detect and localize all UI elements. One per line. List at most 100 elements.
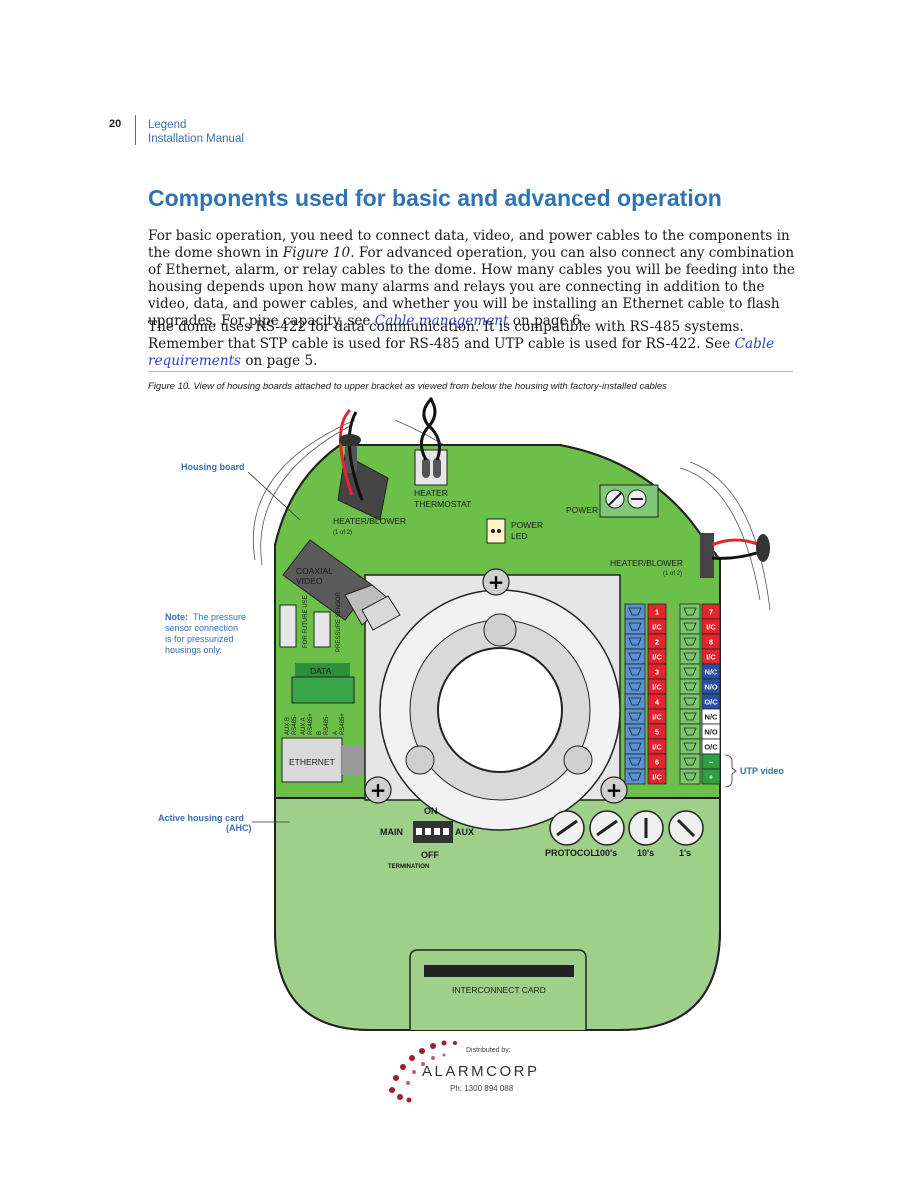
heater-blower-right-sublabel: (1 of 2) — [663, 571, 682, 577]
alarm-terminal-block: 1I/C2I/C3I/C4I/C5I/C6I/C — [624, 603, 667, 785]
cable-requirements-link[interactable]: Cable requirements — [148, 336, 775, 369]
relay-terminal-label: – — [709, 758, 713, 767]
para2-text-2: on page 5. — [241, 353, 318, 369]
future-use-connector — [279, 604, 331, 648]
ahc-callout-1: Active housing card — [158, 813, 244, 823]
relay-terminal-11: – — [679, 753, 721, 770]
alarm-terminal-8: I/C — [624, 708, 667, 725]
future-use-label: FOR FUTURE USE — [303, 595, 309, 648]
alarm-terminal-3: 2 — [624, 633, 667, 650]
mounting-screws: + + + — [364, 568, 628, 804]
relay-terminal-label: N/O — [704, 728, 718, 737]
relay-terminal-1: 7 — [679, 603, 721, 620]
ethernet-label: ETHERNET — [289, 757, 335, 767]
utp-bracket — [724, 754, 737, 788]
document-title: Legend — [148, 119, 187, 131]
relay-terminal-label: N/C — [705, 713, 719, 722]
aux-label: AUX — [455, 827, 474, 837]
alarm-terminal-label: I/C — [652, 653, 662, 662]
heater-blower-left-sublabel: (1 of 2) — [333, 530, 352, 536]
heater-blower-right-label: HEATER/BLOWER — [610, 558, 683, 568]
alarm-terminal-label: I/C — [652, 713, 662, 722]
protocol-label: PROTOCOL — [545, 848, 596, 858]
data-pin-label: AUX B — [285, 717, 291, 735]
main-label: MAIN — [380, 827, 403, 837]
para1-text-2: . For advanced operation, you can also c… — [148, 245, 795, 329]
note-callout-1: The pressure — [193, 612, 246, 622]
power-label: POWER — [566, 505, 598, 515]
alarm-terminal-10: I/C — [624, 738, 667, 755]
heater-thermostat-label: HEATER — [414, 488, 448, 498]
alarm-terminal-4: I/C — [624, 648, 667, 665]
page-number: 20 — [109, 118, 122, 130]
relay-terminal-9: N/O — [679, 723, 721, 740]
upper-bracket — [364, 574, 621, 831]
relay-terminal-7: O/C — [679, 693, 721, 710]
relay-terminal-label: N/O — [704, 683, 718, 692]
relay-terminal-5: N/C — [679, 663, 721, 680]
ones-label: 1's — [679, 848, 691, 858]
relay-terminal-label: O/C — [704, 698, 718, 707]
para1-text-3: on page 6. — [508, 313, 585, 329]
alarm-terminal-9: 5 — [624, 723, 667, 740]
relay-terminal-label: 8 — [709, 638, 713, 647]
relay-terminal-8: N/C — [679, 708, 721, 725]
power-led — [486, 518, 506, 544]
relay-terminal-10: O/C — [679, 738, 721, 755]
alarmcorp-logo-mark — [389, 1040, 457, 1103]
company-phone: Ph: 1300 894 088 — [450, 1084, 514, 1093]
alarm-terminal-1: 1 — [624, 603, 667, 620]
company-name: ALARMCORP — [422, 1063, 540, 1080]
termination-dip-switch — [413, 821, 453, 843]
paragraph-data-communication: The dome uses RS-422 for data communicat… — [148, 319, 798, 370]
heater-blower-connector-right — [700, 533, 770, 578]
document-subtitle: Installation Manual — [148, 133, 244, 145]
data-pin-label: RS485+ — [308, 713, 314, 735]
power-led-label: POWER — [511, 520, 543, 530]
relay-terminal-3: 8 — [679, 633, 721, 650]
alarm-terminal-2: I/C — [624, 618, 667, 635]
alarm-terminal-11: 6 — [624, 753, 667, 770]
heater-thermostat-connector — [414, 396, 448, 486]
relay-terminal-label: I/C — [706, 623, 716, 632]
cable-management-link[interactable]: Cable management — [374, 313, 509, 329]
hundreds-label: 100's — [595, 848, 617, 858]
note-callout-bold: Note: — [165, 612, 188, 622]
power-terminal — [599, 484, 659, 518]
alarm-terminal-label: 6 — [655, 758, 659, 767]
data-pin-label: RS485- — [292, 715, 298, 735]
data-label: DATA — [310, 666, 332, 676]
data-pin-label: RS485+ — [340, 713, 346, 735]
relay-terminal-6: N/O — [679, 678, 721, 695]
note-callout-2: sensor connection — [165, 623, 238, 633]
relay-terminal-2: I/C — [679, 618, 721, 635]
alarm-terminal-5: 3 — [624, 663, 667, 680]
interconnect-card-slot — [409, 949, 587, 1030]
data-pin-label: AUX A — [301, 717, 307, 735]
alarm-terminal-6: I/C — [624, 678, 667, 695]
heater-blower-left-label: HEATER/BLOWER — [333, 516, 406, 526]
relay-terminal-12: + — [679, 768, 721, 785]
alarm-terminal-label: 5 — [655, 728, 659, 737]
coaxial-video-label-2: VIDEO — [296, 576, 323, 586]
alarm-terminal-label: I/C — [652, 743, 662, 752]
coaxial-video-label: COAXIAL — [296, 566, 333, 576]
rotary-switches — [549, 810, 704, 846]
document-name: Legend Installation Manual — [148, 118, 244, 146]
paragraph-basic-operation: For basic operation, you need to connect… — [148, 228, 798, 330]
alarm-terminal-label: I/C — [652, 773, 662, 782]
para1-text-1: For basic operation, you need to connect… — [148, 228, 790, 261]
note-callout-4: housings only. — [165, 645, 222, 655]
figure-caption: Figure 10. View of housing boards attach… — [148, 381, 667, 392]
svg-text:+: + — [488, 570, 505, 594]
interconnect-label: INTERCONNECT CARD — [452, 985, 546, 995]
alarm-terminal-label: I/C — [652, 683, 662, 692]
relay-terminal-label: I/C — [706, 653, 716, 662]
ethernet-jack — [281, 737, 364, 783]
section-title: Components used for basic and advanced o… — [148, 185, 722, 211]
alarm-terminal-label: I/C — [652, 623, 662, 632]
data-pin-label: A — [333, 731, 339, 735]
figure-divider — [148, 371, 793, 372]
